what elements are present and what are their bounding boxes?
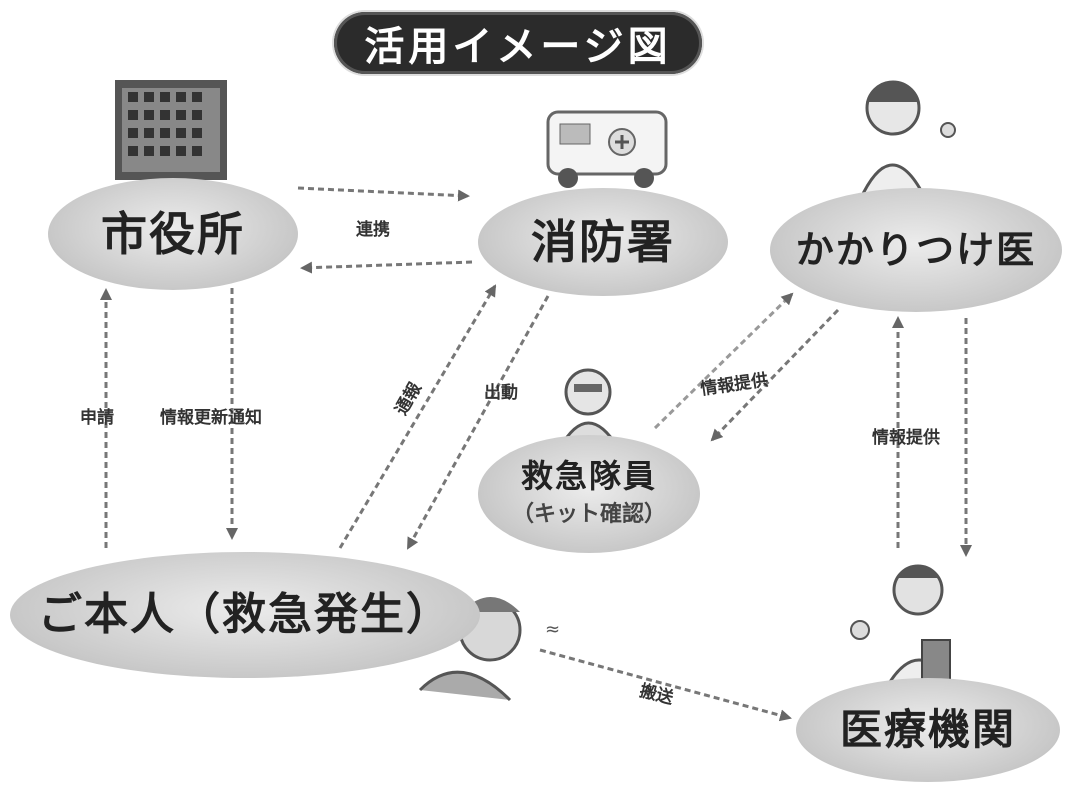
node-family-doctor-label: かかりつけ医 <box>795 228 1037 272</box>
arrow-transport <box>539 648 792 722</box>
node-emergency-team-sub: （キット確認） <box>511 502 666 527</box>
arrow-city-to-fire <box>297 186 470 202</box>
page-title: 活用イメージ図 <box>364 24 672 70</box>
node-family-doctor: かかりつけ医 <box>770 188 1062 312</box>
city-hall-building-icon <box>115 80 227 180</box>
edge-label-dispatch: 出動 <box>484 383 518 403</box>
node-city-hall-label: 市役所 <box>101 207 245 261</box>
arrow-doctor-to-team-up <box>653 292 794 430</box>
ambulance-icon <box>546 110 668 188</box>
edge-label-doctor-to-hospital: 情報提供 <box>872 428 940 448</box>
arrow-dispatch <box>406 295 550 550</box>
doctor-icon <box>858 80 956 201</box>
node-city-hall: 市役所 <box>48 178 298 290</box>
node-person: ご本人（救急発生） <box>10 552 480 678</box>
arrow-doctor-to-team-down <box>710 308 840 442</box>
node-medical-institution-label: 医療機関 <box>839 705 1016 754</box>
node-person-label: ご本人（救急発生） <box>38 589 452 640</box>
svg-text:≈: ≈ <box>545 619 560 640</box>
node-medical-institution: 医療機関 <box>796 678 1060 782</box>
node-emergency-team: 救急隊員 （キット確認） <box>478 435 700 553</box>
edge-label-apply: 申請 <box>80 408 114 428</box>
arrow-fire-to-city <box>300 260 473 274</box>
edge-label-coordination: 連携 <box>356 220 390 240</box>
node-fire-dept-label: 消防署 <box>531 215 675 269</box>
arrow-report <box>338 284 497 549</box>
node-fire-dept: 消防署 <box>478 188 728 296</box>
node-emergency-team-label: 救急隊員 <box>520 457 657 495</box>
edge-label-info-update: 情報更新通知 <box>160 408 262 428</box>
title-banner: 活用イメージ図 <box>334 12 702 74</box>
